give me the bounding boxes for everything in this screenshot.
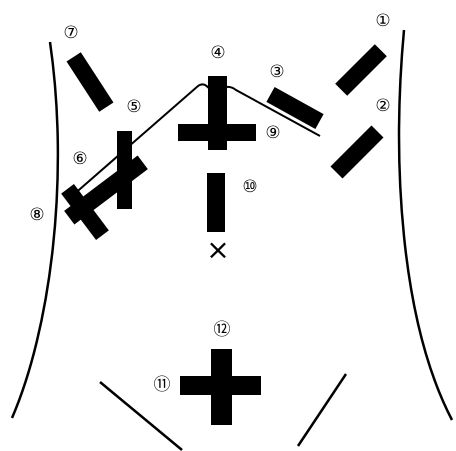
label-7: ⑦ [63,23,78,43]
label-8: ⑧ [29,205,44,225]
label-11: ⑪ [154,375,171,395]
incision-4-horizontal [178,124,256,141]
incision-7 [67,52,114,112]
label-6: ⑥ [72,149,87,169]
body-outline-right [399,30,452,420]
label-5: ⑤ [126,97,141,117]
body-outline-left [12,42,58,418]
umbilicus-marker: × [206,233,229,266]
label-3: ③ [269,62,284,82]
incision-10 [207,173,225,232]
label-10: ⑩ [242,177,257,197]
label-12: ⑫ [214,320,231,340]
label-9: ⑨ [265,123,280,143]
groin-line-right [298,374,346,446]
incision-2 [330,125,383,178]
incision-11-horizontal [180,376,261,395]
label-1: ① [375,11,390,31]
incision-1 [335,44,387,96]
label-2: ② [375,96,390,116]
label-4: ④ [210,43,225,63]
